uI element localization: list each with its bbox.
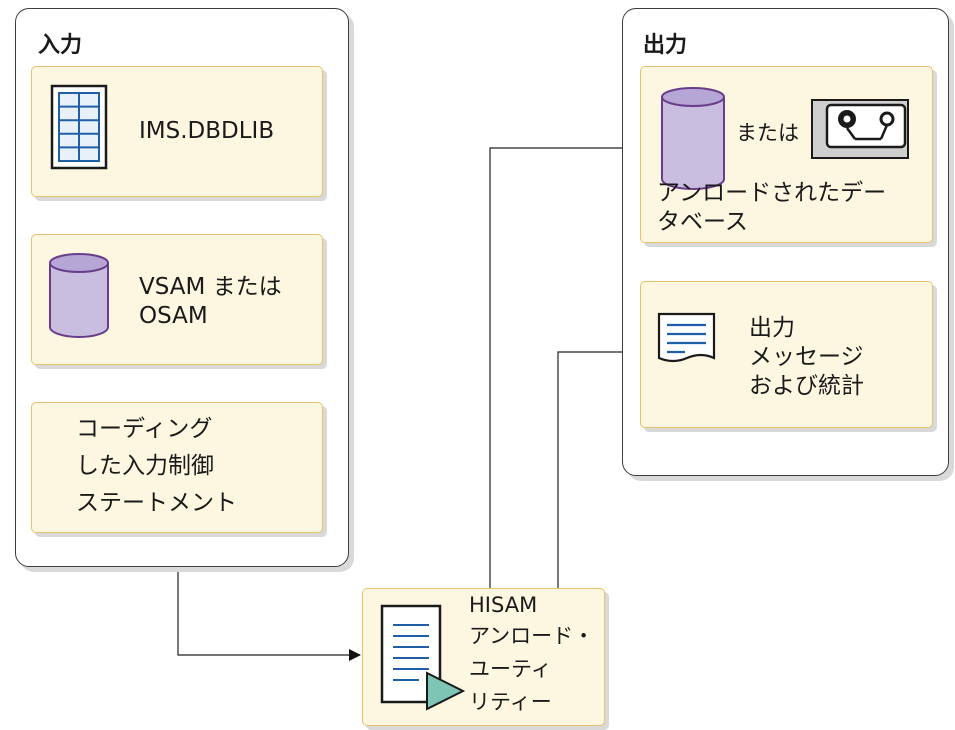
cylinder-icon <box>661 87 725 190</box>
vsam-label-line2: OSAM <box>139 303 208 329</box>
dbdlib-label: IMS.DBDLIB <box>139 118 275 144</box>
utility-label-line2: アンロード・ <box>469 624 595 648</box>
control-statements-box: コーディング した入力制御 ステートメント <box>31 402 323 533</box>
or-label: または <box>736 121 799 145</box>
utility-label-line1: HISAM <box>469 593 538 617</box>
messages-label-line2: メッセージ <box>749 344 864 370</box>
cylinder-icon <box>49 253 109 338</box>
vsam-label-line1: VSAM または <box>139 274 282 300</box>
connector-input-to-utility <box>177 567 361 661</box>
control-label-line1: コーディング <box>76 416 213 442</box>
messages-label-line3: および統計 <box>749 373 864 399</box>
unloaded-label-line1: アンロードされたデー <box>657 180 887 206</box>
connector-utility-to-unloaded-db <box>489 142 639 588</box>
vsam-osam-box: VSAM または OSAM <box>31 234 323 365</box>
input-group-title: 入力 <box>38 33 83 58</box>
output-group-title: 出力 <box>643 33 688 58</box>
table-icon <box>50 84 108 170</box>
document-icon <box>657 312 716 363</box>
utility-label-line3: ユーティ <box>469 657 552 681</box>
program-document-icon <box>380 604 466 711</box>
unloaded-database-box: または アンロードされたデー タベース <box>640 66 933 243</box>
hisam-unload-utility-box: HISAM アンロード・ ユーティ リティー <box>362 588 605 726</box>
dbdlib-box: IMS.DBDLIB <box>31 66 323 197</box>
messages-statistics-box: 出力 メッセージ および統計 <box>640 281 933 428</box>
control-label-line3: ステートメント <box>76 490 237 516</box>
tape-icon <box>811 99 909 159</box>
control-label-line2: した入力制御 <box>76 453 214 479</box>
unloaded-label-line2: タベース <box>657 209 748 235</box>
messages-label-line1: 出力 <box>749 315 795 341</box>
utility-label-line4: リティー <box>469 690 552 714</box>
connector-utility-to-messages <box>557 346 639 588</box>
